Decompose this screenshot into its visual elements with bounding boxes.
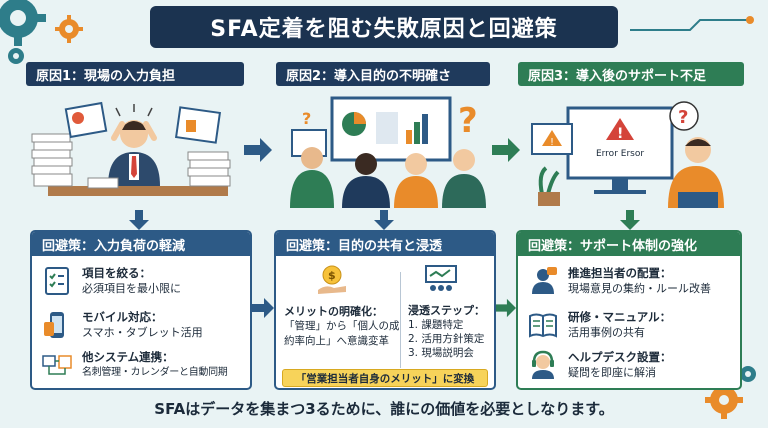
page-title: SFA定着を阻む失敗原因と回避策 — [150, 6, 618, 48]
step-item: 1. 課題特定 — [408, 319, 464, 331]
solution-panel-2: 回避策：目的の共有と浸透 $ メリットの明確化： 「管理」から「個人の成 約率向… — [274, 230, 496, 390]
item-body: 活用事例の共有 — [568, 326, 645, 339]
cause-3-label: 原因3：導入後のサポート不足 — [518, 62, 744, 86]
error-screen-text: Error Ersor — [596, 149, 644, 159]
solution-item: 研修・マニュアル： 活用事例の共有 — [528, 310, 671, 340]
arrow-down-icon — [129, 210, 149, 230]
svg-text:?: ? — [458, 101, 478, 141]
steps-text: 浸透ステップ： 1. 課題特定 2. 活用方針策定 3. 現場説明会 — [408, 304, 485, 360]
arrow-right-icon — [492, 138, 520, 162]
footer-message: SFAはデータを集まつ3るために、誰にの価値を必要としなります。 — [154, 400, 614, 418]
merit-title: メリットの明確化： — [284, 305, 383, 318]
checklist-icon — [45, 267, 69, 295]
solution-panel-1: 回避策：入力負荷の軽減 項目を絞る： 必須項目を最小限に モバイル対応： スマホ・タ… — [30, 230, 252, 390]
cause-1-label: 原因1：現場の入力負担 — [26, 62, 244, 86]
panel-2-heading: 回避策：目的の共有と浸透 — [276, 232, 494, 256]
item-body: 名刺管理・カレンダーと自動同期 — [82, 367, 228, 378]
error-screen-illustration: ! ! Error Ersor ? — [531, 101, 724, 208]
item-title: 研修・マニュアル： — [568, 310, 672, 324]
arrow-right-icon — [496, 298, 516, 318]
arrow-down-icon — [374, 210, 394, 230]
arrow-down-icon — [620, 210, 640, 230]
smartphone-icon — [44, 312, 64, 338]
item-title: 項目を絞る： — [82, 266, 151, 280]
team-confusion-illustration: ? ? — [290, 96, 486, 208]
circuit-decoration — [630, 16, 754, 31]
solution-item: 他システム連携： 名刺管理・カレンダーと自動同期 — [42, 350, 228, 380]
item-title: 他システム連携： — [82, 350, 174, 364]
svg-text:?: ? — [302, 109, 311, 128]
team-leader-icon — [532, 267, 557, 294]
svg-text:!: ! — [617, 126, 623, 142]
panel-3-heading: 回避策：サポート体制の強化 — [518, 232, 740, 256]
steps-title: 浸透ステップ： — [408, 304, 485, 317]
arrow-right-icon — [252, 298, 274, 318]
cause-2-label: 原因2：導入目的の不明確さ — [276, 62, 490, 86]
manual-book-icon — [529, 313, 557, 338]
merit-text: メリットの明確化： 「管理」から「個人の成 約率向上」へ意識変革 — [284, 304, 400, 349]
solution-item: 推進担当者の配置： 現場意見の集約・ルール改善 — [528, 266, 711, 296]
solution-item: 項目を絞る： 必須項目を最小限に — [42, 266, 181, 296]
item-title: 推進担当者の配置： — [568, 266, 672, 280]
merit-body-line: 「管理」から「個人の成 — [284, 320, 400, 332]
gear-icon — [740, 366, 756, 382]
item-body: 疑問を即座に解消 — [568, 366, 656, 379]
item-title: ヘルプデスク設置： — [568, 350, 672, 364]
item-body: スマホ・タブレット活用 — [82, 326, 203, 339]
item-body: 必須項目を最小限に — [82, 282, 181, 295]
svg-text:$: $ — [328, 269, 336, 282]
gear-icon — [0, 0, 46, 46]
coin-hand-icon: $ — [318, 265, 346, 294]
overwhelmed-worker-illustration — [31, 101, 231, 196]
presentation-icon — [425, 265, 457, 291]
step-item: 2. 活用方針策定 — [408, 333, 485, 345]
gear-icon — [55, 15, 83, 43]
solution-item: モバイル対応： スマホ・タブレット活用 — [42, 310, 203, 340]
system-integration-icon — [42, 355, 72, 375]
svg-text:!: ! — [550, 137, 554, 148]
panel-1-heading: 回避策：入力負荷の軽減 — [32, 232, 250, 256]
item-body: 現場意見の集約・ルール改善 — [568, 282, 711, 295]
arrow-right-icon — [244, 138, 272, 162]
gear-icon — [8, 48, 24, 64]
step-item: 3. 現場説明会 — [408, 347, 474, 359]
solution-panel-3: 回避策：サポート体制の強化 推進担当者の配置： 現場意見の集約・ルール改善 研修・… — [516, 230, 742, 390]
svg-text:?: ? — [678, 107, 688, 128]
merit-highlight-box: 「営業担当者自身のメリット」に変換 — [282, 369, 488, 387]
headset-support-icon — [532, 350, 554, 379]
item-title: モバイル対応： — [82, 310, 163, 324]
solution-item: ヘルプデスク設置： 疑問を即座に解消 — [528, 350, 672, 380]
merit-body-line: 約率向上」へ意識変革 — [284, 335, 389, 347]
